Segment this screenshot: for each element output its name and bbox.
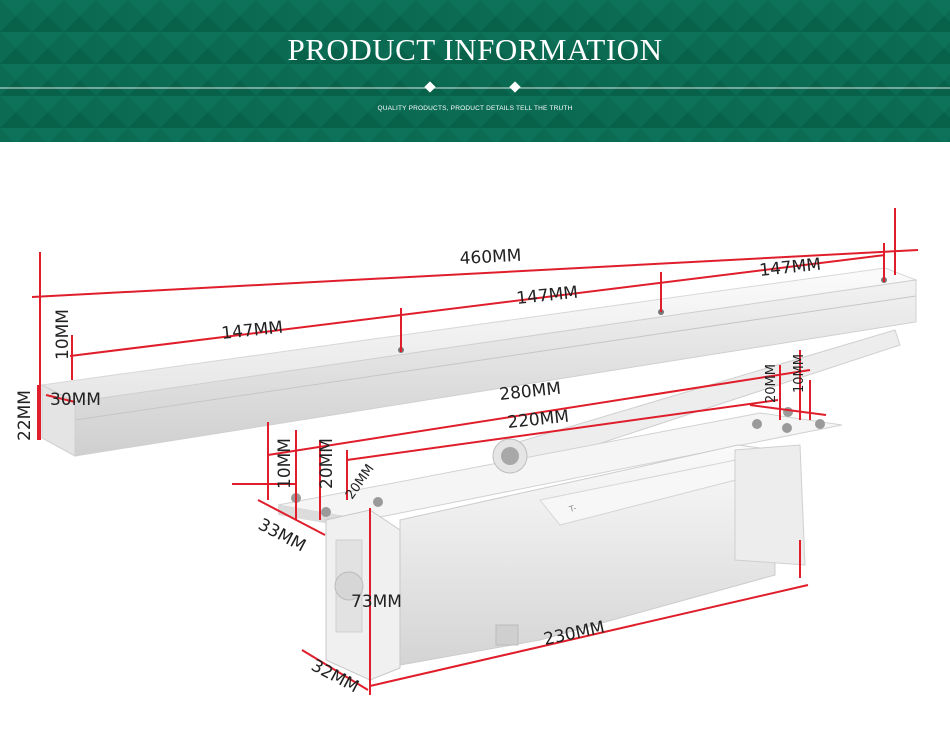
- dim-hole-10-right: 10MM: [792, 354, 807, 393]
- dim-rail-height: 10MM: [53, 309, 73, 360]
- svg-text:T-: T-: [567, 503, 577, 514]
- slide-rail: [40, 267, 918, 457]
- banner-pattern: [0, 0, 950, 142]
- header-banner: PRODUCT INFORMATION QUALITY PRODUCTS, PR…: [0, 0, 950, 142]
- dim-rail-width: 30MM: [50, 390, 101, 410]
- dim-seg1: 147MM: [220, 318, 284, 344]
- dim-hole-20-right: 20MM: [764, 364, 779, 403]
- dim-plate-33: 33MM: [255, 515, 309, 557]
- dim-body-height: 73MM: [351, 592, 402, 612]
- dimension-lines: [31, 208, 919, 695]
- product-diagram: T-: [0, 142, 950, 741]
- door-closer-drawing: T-: [15, 208, 919, 697]
- dim-plate-20: 20MM: [317, 438, 337, 489]
- closer-body: T-: [325, 444, 806, 681]
- dim-total-length: 460MM: [459, 246, 522, 269]
- dim-seg2: 147MM: [515, 283, 579, 309]
- dim-rail-depth: 22MM: [15, 390, 35, 441]
- page-subtitle: QUALITY PRODUCTS, PRODUCT DETAILS TELL T…: [377, 105, 573, 112]
- dim-plate-10: 10MM: [275, 438, 295, 489]
- page-title: PRODUCT INFORMATION: [287, 32, 663, 67]
